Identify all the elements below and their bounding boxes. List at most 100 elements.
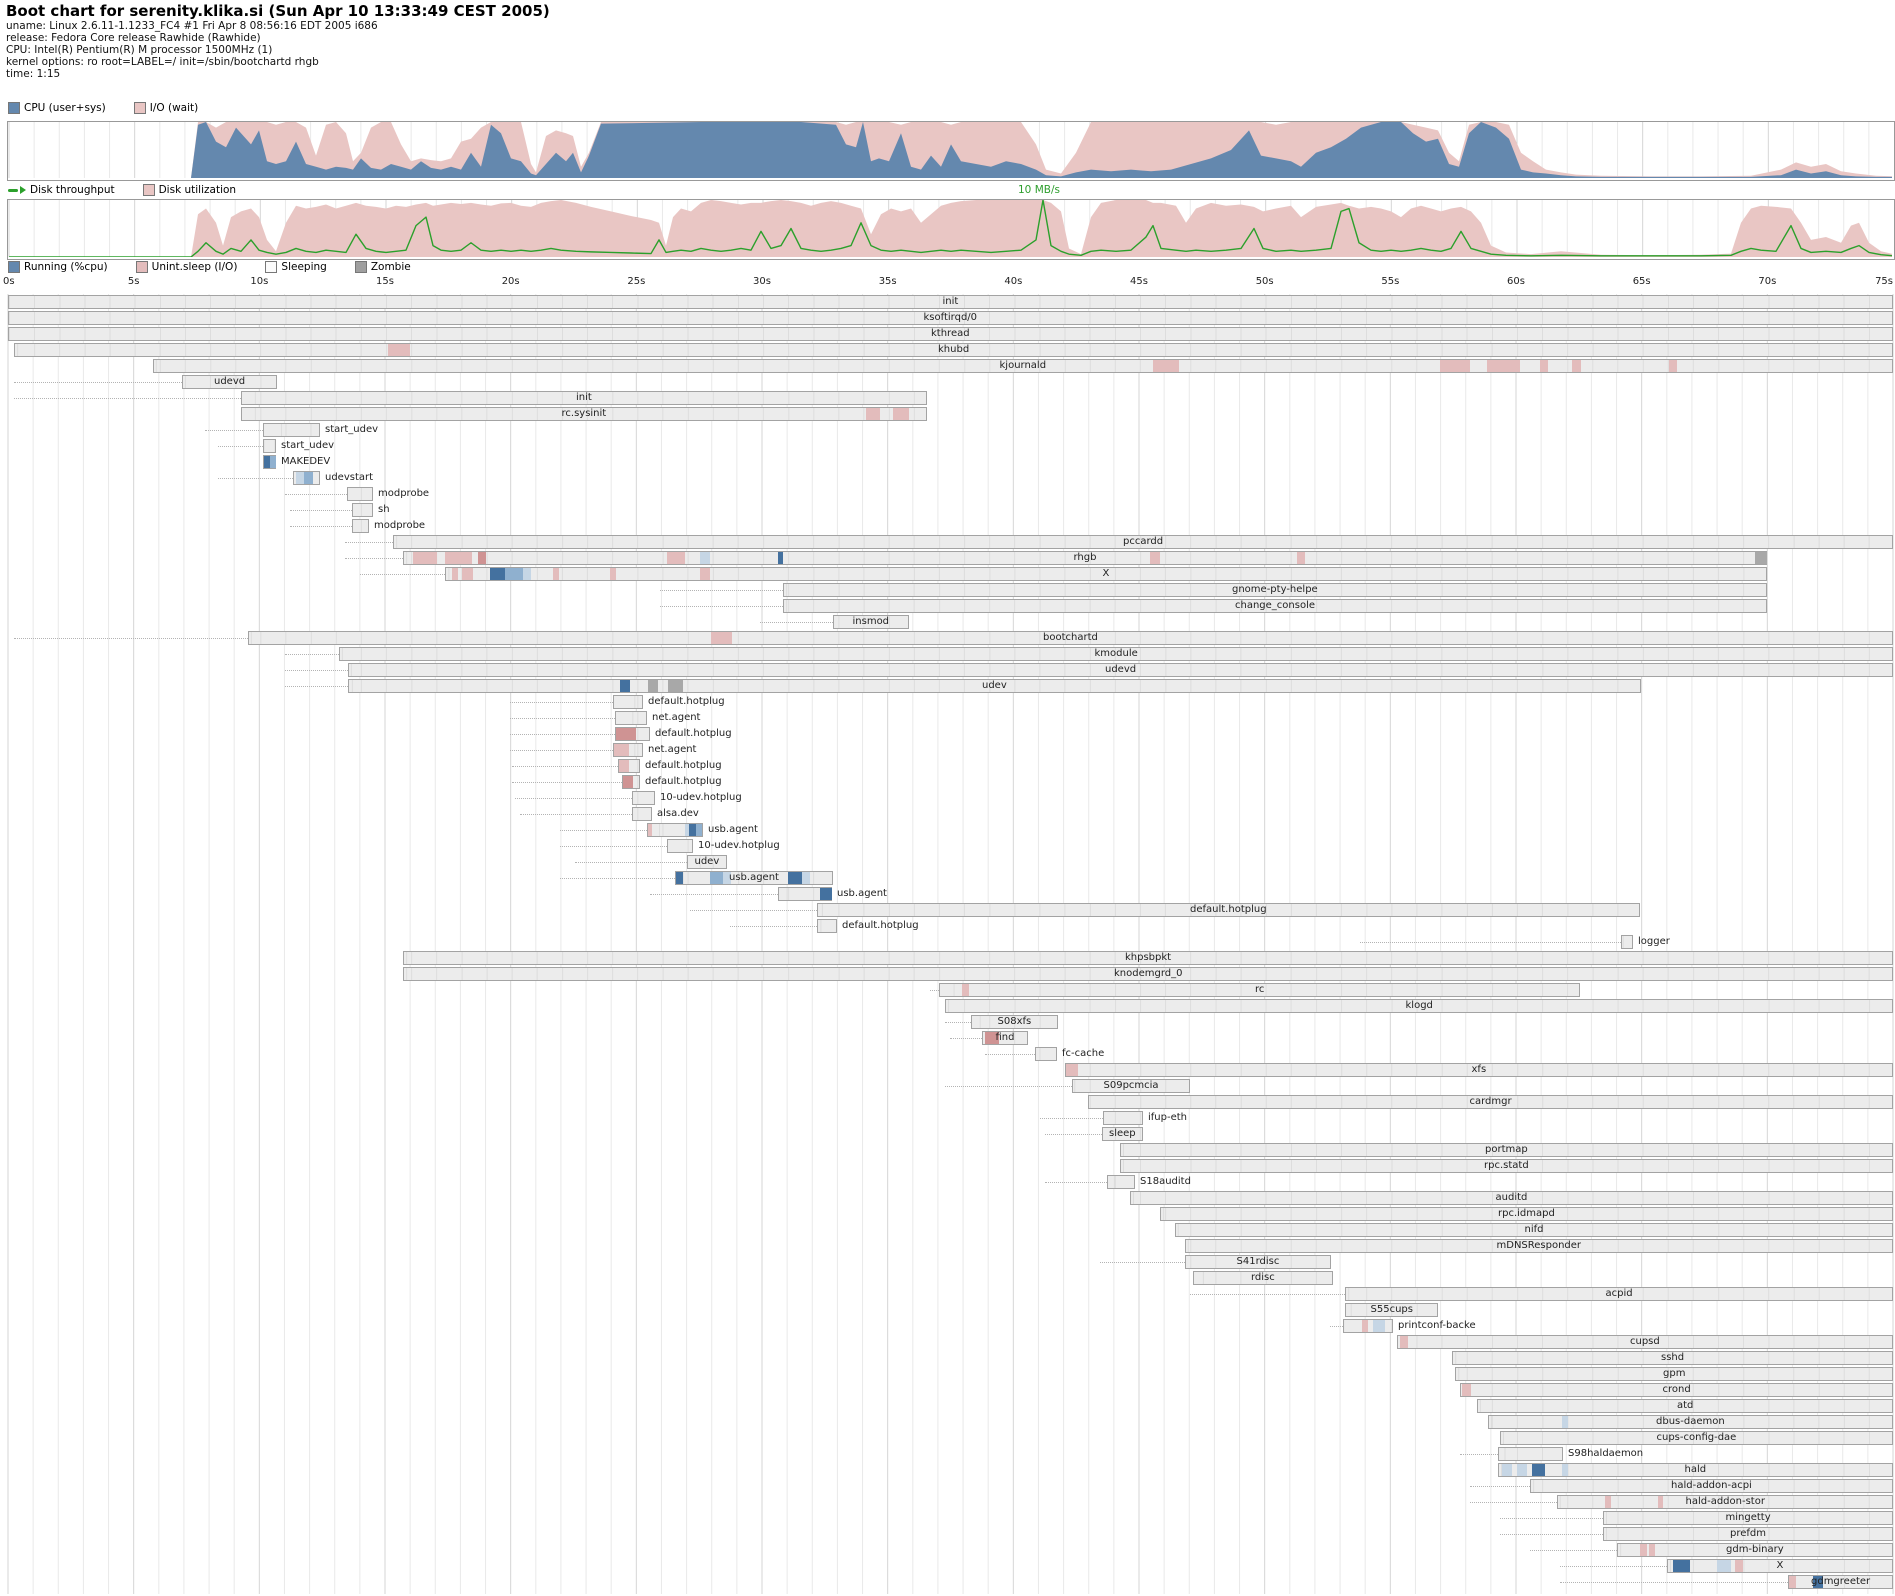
process-label: prefdm — [1730, 1528, 1767, 1539]
state-segment-p — [711, 632, 732, 644]
process-bar — [403, 967, 1893, 981]
process-bar — [1343, 1319, 1393, 1333]
state-segment-p — [1735, 1560, 1743, 1572]
process-bar — [687, 855, 727, 869]
state-segment-p — [700, 568, 710, 580]
process-label: hald-addon-acpi — [1671, 1480, 1752, 1491]
axis-tick-label: 30s — [753, 276, 771, 287]
process-bar — [153, 359, 1893, 373]
process-bar — [1120, 1143, 1893, 1157]
state-segment-lb — [1517, 1464, 1527, 1476]
process-label: cups-config-dae — [1656, 1432, 1737, 1443]
process-label: udev — [982, 680, 1007, 691]
state-segment-p — [445, 552, 472, 564]
dependency-line — [1500, 1518, 1603, 1519]
process-bar — [1530, 1479, 1893, 1493]
process-bar — [263, 423, 320, 437]
dependency-line — [285, 670, 348, 671]
process-label: change_console — [1235, 600, 1316, 611]
process-bar — [1460, 1383, 1893, 1397]
process-bar — [1455, 1367, 1893, 1381]
process-label: printconf-backe — [1398, 1320, 1476, 1331]
release-line: release: Fedora Core release Rawhide (Ra… — [6, 32, 261, 44]
dependency-line — [510, 702, 613, 703]
process-label: default.hotplug — [842, 920, 919, 931]
process-bar — [982, 1031, 1028, 1045]
dependency-line — [290, 510, 352, 511]
process-bar — [1065, 1063, 1893, 1077]
state-segment-p — [614, 744, 629, 756]
process-bar — [1160, 1207, 1893, 1221]
dependency-line — [1040, 1118, 1103, 1119]
process-bar — [1557, 1495, 1893, 1509]
state-segment-b — [1673, 1560, 1690, 1572]
legend-item: Running (%cpu) — [8, 261, 108, 273]
process-bar — [1185, 1239, 1893, 1253]
state-segment-lb — [685, 824, 689, 836]
legend-color-chip — [8, 102, 20, 114]
process-bar — [1345, 1303, 1438, 1317]
axis-tick-label: 75s — [1875, 276, 1893, 287]
uname-line: uname: Linux 2.6.11-1.1233_FC4 #1 Fri Ap… — [6, 20, 378, 32]
process-bar — [1500, 1431, 1893, 1445]
process-bar — [1072, 1079, 1190, 1093]
legend-label: CPU (user+sys) — [24, 102, 106, 114]
dependency-line — [1045, 1134, 1102, 1135]
process-label: hald — [1684, 1464, 1707, 1475]
state-segment-lb — [1502, 1464, 1512, 1476]
dependency-line — [14, 398, 241, 399]
process-label: find — [995, 1032, 1015, 1043]
state-segment-p — [1440, 360, 1470, 372]
process-label: net.agent — [648, 744, 697, 755]
dependency-line — [1100, 1262, 1185, 1263]
process-label: hald-addon-stor — [1685, 1496, 1765, 1507]
state-segment-p — [1605, 1496, 1611, 1508]
process-bar — [1107, 1175, 1135, 1189]
dependency-line — [1190, 1294, 1345, 1295]
process-bar — [615, 711, 647, 725]
process-label: nifd — [1524, 1224, 1544, 1235]
dependency-line — [660, 606, 783, 607]
process-label: default.hotplug — [1190, 904, 1267, 915]
throughput-arrow-icon — [20, 186, 26, 194]
legend-item: I/O (wait) — [133, 102, 198, 114]
axis-tick-label: 20s — [501, 276, 520, 287]
process-label: insmod — [852, 616, 890, 627]
legend-item: Zombie — [354, 261, 411, 273]
axis-tick-label: 25s — [627, 276, 646, 287]
process-bar — [1088, 1095, 1893, 1109]
dependency-line — [560, 846, 667, 847]
state-segment-b — [1532, 1464, 1545, 1476]
process-label: 10-udev.hotplug — [698, 840, 780, 851]
state-segment-p — [1487, 360, 1520, 372]
dependency-line — [218, 446, 263, 447]
state-segment-p — [462, 568, 473, 580]
process-bar — [675, 871, 833, 885]
process-label: portmap — [1485, 1144, 1528, 1155]
process-label: rdisc — [1251, 1272, 1275, 1283]
process-bar — [945, 999, 1893, 1013]
throughput-line-icon — [8, 188, 18, 192]
dependency-line — [1560, 1582, 1788, 1583]
dependency-line — [510, 750, 613, 751]
process-label: init — [576, 392, 592, 403]
process-label: ifup-eth — [1148, 1112, 1188, 1123]
process-label: cardmgr — [1469, 1096, 1512, 1107]
legend-color-chip — [142, 184, 155, 196]
process-bar — [347, 487, 373, 501]
state-segment-lb — [1562, 1416, 1568, 1428]
dependency-line — [1470, 1486, 1530, 1487]
state-segment-p — [619, 760, 629, 772]
axis-tick-label: 55s — [1381, 276, 1400, 287]
process-bar — [667, 839, 693, 853]
process-bar — [622, 775, 640, 789]
process-bar — [1477, 1399, 1893, 1413]
process-label: logger — [1638, 936, 1670, 947]
process-label: modprobe — [378, 488, 430, 499]
process-bar — [8, 295, 1893, 309]
axis-tick-label: 35s — [878, 276, 897, 287]
state-segment-b — [620, 680, 630, 692]
process-bar — [1498, 1447, 1563, 1461]
process-label: modprobe — [374, 520, 426, 531]
